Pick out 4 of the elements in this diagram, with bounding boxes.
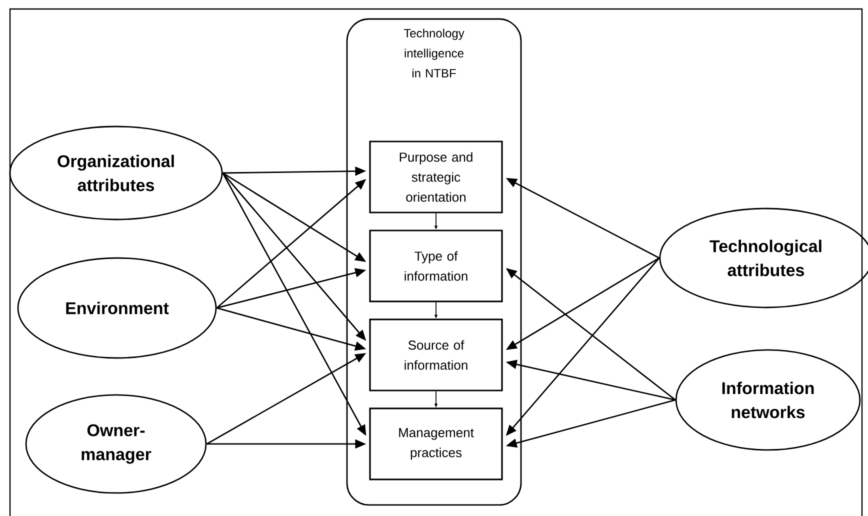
process-box: Type of information [369,230,503,302]
process-box: Source of information [369,318,503,392]
process-box: Purpose and strategic orientation [369,140,503,214]
process-box: Management practices [369,408,503,480]
